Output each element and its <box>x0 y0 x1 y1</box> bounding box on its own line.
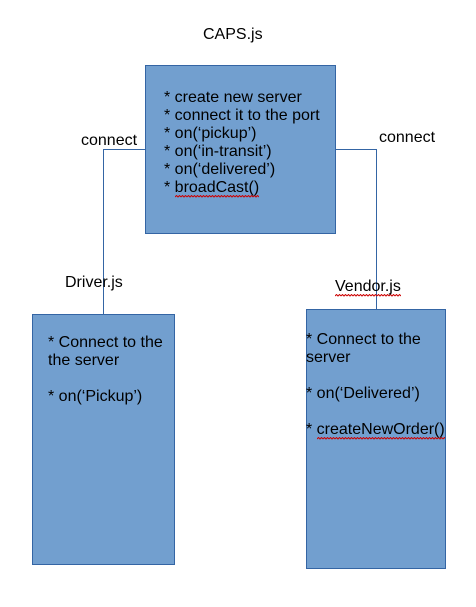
driver-line-3: * on(‘Pickup’) <box>48 388 143 405</box>
connector-right-vertical <box>376 149 377 310</box>
driver-title: Driver.js <box>65 274 123 291</box>
driver-spacer <box>48 370 163 388</box>
caps-line-2: * connect it to the port <box>164 107 320 124</box>
caps-line-6-method: broadCast() <box>174 179 260 198</box>
caps-line-4: * on(‘in-transit’) <box>164 143 272 160</box>
vendor-box: * Connect to the server * on(‘Delivered’… <box>306 309 446 569</box>
vendor-box-text: * Connect to the server * on(‘Delivered’… <box>306 331 445 440</box>
caps-title: CAPS.js <box>203 26 263 43</box>
vendor-line-4: * createNewOrder() <box>306 421 445 440</box>
connector-left-vertical <box>103 149 104 315</box>
connect-label-left: connect <box>81 132 138 149</box>
caps-line-6: * broadCast() <box>164 179 320 198</box>
caps-line-6-bullet: * <box>164 179 175 196</box>
vendor-line-3: * on(‘Delivered’) <box>306 385 420 402</box>
caps-line-3: * on(‘pickup’) <box>164 125 257 142</box>
connector-left-horizontal <box>103 149 145 150</box>
vendor-line-1: * Connect to the <box>306 331 421 348</box>
caps-line-1: * create new server <box>164 89 302 106</box>
vendor-line-2: server <box>306 349 351 366</box>
caps-line-5: * on(‘delivered’) <box>164 161 276 178</box>
connect-label-right: connect <box>379 129 436 146</box>
vendor-title-text: Vendor.js <box>335 278 401 297</box>
vendor-spacer-1 <box>306 367 445 385</box>
driver-box-text: * Connect to the the server * on(‘Pickup… <box>48 334 163 406</box>
driver-line-1: * Connect to the <box>48 334 163 351</box>
caps-box: * create new server * connect it to the … <box>145 65 336 234</box>
vendor-spacer-2 <box>306 403 445 421</box>
vendor-title: Vendor.js <box>335 278 401 297</box>
vendor-line-4-method: createNewOrder() <box>316 421 445 440</box>
vendor-line-4-bullet: * <box>306 421 317 438</box>
caps-box-text: * create new server * connect it to the … <box>164 89 320 198</box>
driver-line-2: the server <box>48 352 120 369</box>
driver-box: * Connect to the the server * on(‘Pickup… <box>32 314 175 565</box>
connector-right-horizontal <box>336 149 377 150</box>
